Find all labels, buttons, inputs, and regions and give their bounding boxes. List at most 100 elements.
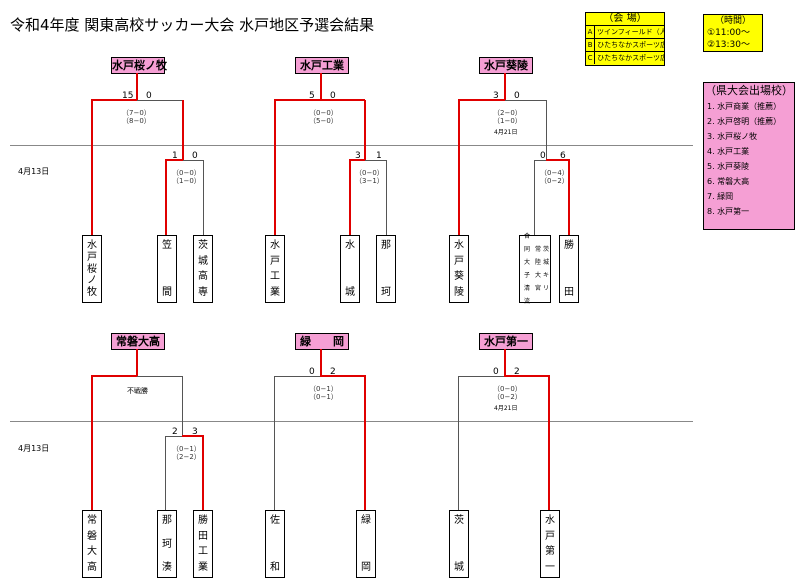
- bracket-line: [546, 100, 547, 160]
- team-char: ノ: [87, 275, 97, 287]
- team-char: 岡: [361, 562, 371, 573]
- team-char: 磐: [87, 530, 97, 542]
- team-box: 水戸葵陵: [449, 235, 469, 303]
- team-char: 和: [270, 562, 280, 573]
- half-score: （0−0）: [172, 169, 201, 177]
- half-score: （0−2）: [493, 393, 522, 401]
- team-char: 牧: [87, 287, 97, 298]
- half-score: （0−1）: [309, 385, 338, 393]
- bracket-line: [165, 436, 166, 511]
- team-char: 一: [545, 561, 555, 573]
- score: 3: [355, 151, 361, 161]
- qualifier-item: 4. 水戸工業: [707, 147, 750, 156]
- match-date: 4月21日: [494, 129, 518, 136]
- bracket-line: [203, 160, 204, 236]
- team-box: 笠間: [157, 235, 177, 303]
- bracket-line: [504, 375, 550, 377]
- venue-key: A: [586, 26, 596, 38]
- score: 3: [192, 427, 198, 437]
- team-box-joint: 合同大子清流 常陸大宮 茨城キリ: [519, 233, 551, 305]
- team-box: 勝田工業: [193, 510, 213, 578]
- winner-label: 水戸桜ノ牧: [111, 57, 167, 74]
- bracket-line: [320, 349, 322, 376]
- walkover-note: 不戦勝: [127, 387, 148, 395]
- team-char: 勝: [564, 240, 574, 251]
- time-header: （時間）: [714, 16, 751, 26]
- half-score: （0−0）: [355, 169, 384, 177]
- half-score: （3−1）: [355, 177, 384, 185]
- team-char: 間: [162, 287, 172, 298]
- half-score: （2−0）: [493, 109, 522, 117]
- bracket-line: [182, 100, 184, 160]
- bracket-line: [202, 436, 204, 511]
- half-score: （0−4）: [540, 169, 569, 177]
- bracket-line: [182, 376, 183, 436]
- bracket-line: [274, 99, 322, 101]
- team-char: 城: [198, 255, 208, 267]
- score: 0: [540, 151, 546, 161]
- bracket-line: [182, 435, 204, 437]
- team-char: 笠: [162, 240, 172, 251]
- bracket-line: [458, 100, 460, 236]
- bracket-line: [274, 376, 321, 377]
- team-char: 専: [198, 286, 208, 298]
- team-char: 戸: [270, 255, 280, 267]
- team-char: 水: [270, 240, 280, 251]
- team-char: リ: [542, 285, 549, 292]
- bracket-line: [137, 100, 183, 101]
- team-box: 茨城高専: [193, 235, 213, 303]
- qualifiers-header: （県大会出場校）: [705, 84, 793, 97]
- time-legend: （時間） ①11:00〜 ②13:30〜: [703, 14, 763, 52]
- bracket-line: [165, 436, 183, 437]
- time-slot-1: ①11:00〜: [707, 28, 751, 38]
- bracket-line: [274, 376, 275, 511]
- qualifier-item: 6. 常磐大高: [707, 177, 750, 186]
- bracket-line: [504, 73, 506, 100]
- team-char: 戸: [87, 251, 97, 263]
- bracket-line: [321, 99, 365, 101]
- qualifier-item: 5. 水戸葵陵: [707, 162, 750, 171]
- score: 0: [330, 91, 336, 101]
- half-score: （5−0）: [309, 117, 338, 125]
- qualifier-item: 3. 水戸桜ノ牧: [707, 132, 758, 141]
- bracket-line: [320, 375, 366, 377]
- half-score: （0−0）: [309, 109, 338, 117]
- bracket-line: [386, 160, 387, 236]
- winner-label: 水戸工業: [295, 57, 349, 74]
- qualifier-item: 7. 緑岡: [707, 192, 734, 201]
- team-char: 第: [545, 546, 555, 558]
- venue-key: B: [586, 39, 596, 51]
- team-char: 葵: [454, 271, 464, 283]
- bracket-line: [546, 159, 570, 161]
- qualifiers-box: （県大会出場校） 1. 水戸商業（推薦） 2. 水戸啓明（推薦） 3. 水戸桜ノ…: [703, 82, 795, 230]
- team-char: 勝: [198, 515, 208, 526]
- team-char: 常: [87, 515, 97, 526]
- qualifier-item: 2. 水戸啓明（推薦）: [707, 117, 782, 126]
- winner-label: 常磐大高: [111, 333, 165, 350]
- team-char: 珂: [162, 538, 172, 550]
- bracket-line: [91, 375, 138, 377]
- bracket-line: [364, 376, 366, 511]
- score: 0: [309, 367, 315, 377]
- half-score: （2−2）: [172, 453, 201, 461]
- half-score: （1−0）: [172, 177, 201, 185]
- team-char: 常: [534, 246, 541, 253]
- team-box: 水戸工業: [265, 235, 285, 303]
- half-score: （0−1）: [172, 445, 201, 453]
- score: 1: [376, 151, 382, 161]
- score: 2: [514, 367, 520, 377]
- team-char: 清: [523, 285, 530, 292]
- bracket-line: [320, 73, 322, 100]
- half-score: （0−1）: [309, 393, 338, 401]
- team-char: 宮: [534, 285, 541, 292]
- venue-value: ひたちなかスポーツ広場A: [597, 41, 664, 49]
- team-char: 水: [345, 240, 355, 251]
- half-score: （1−0）: [493, 117, 522, 125]
- score: 1: [172, 151, 178, 161]
- team-char: 子: [523, 272, 530, 279]
- date-separator-line: [10, 145, 693, 146]
- team-char: 大: [87, 546, 97, 558]
- score: 2: [172, 427, 178, 437]
